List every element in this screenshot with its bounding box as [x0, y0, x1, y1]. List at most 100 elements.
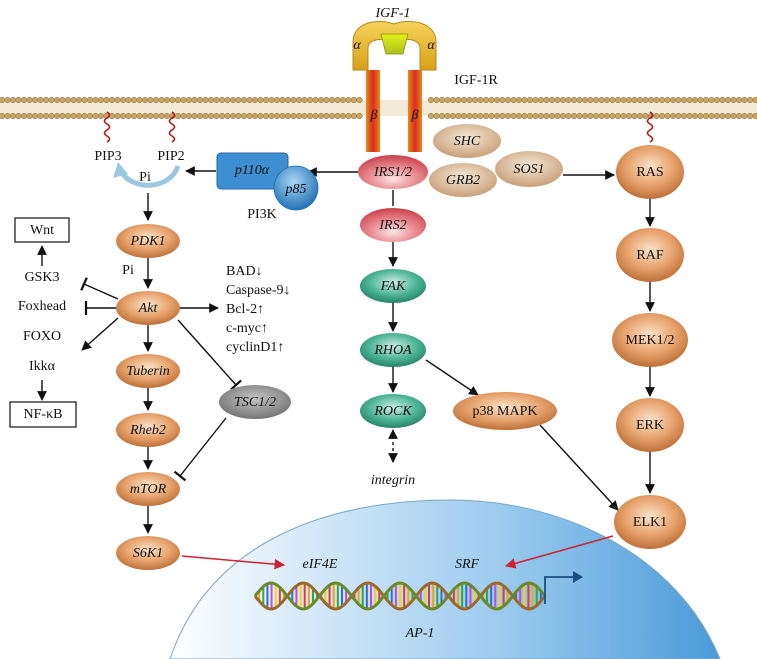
fak-node[interactable] — [360, 269, 426, 303]
tsc12-label: TSC1/2 — [234, 395, 276, 410]
nfkb-label: NF-κB — [24, 407, 63, 422]
s6k1-to-eif4e-arrow — [181, 555, 286, 570]
irs2-label: IRS2 — [378, 218, 406, 233]
igf1r-label: IGF-1R — [454, 73, 498, 88]
alpha-right-label: α — [427, 38, 435, 53]
grb2-node[interactable] — [429, 163, 497, 197]
akt-effect-item: Caspase-9↓ — [226, 283, 291, 298]
dna-helix — [253, 571, 583, 611]
sos1-label: SOS1 — [513, 162, 544, 177]
foxo-label: FOXO — [23, 329, 61, 344]
grb2-label: GRB2 — [446, 173, 480, 188]
transcription-start-arrow — [544, 576, 575, 604]
pdk1-label: PDK1 — [130, 234, 166, 249]
nodes — [116, 124, 688, 570]
ikk-alpha-label: Ikkα — [29, 359, 56, 374]
transcription-arrowhead — [573, 571, 583, 583]
pip2-to-pip3-arrow — [117, 164, 181, 188]
irs12-node[interactable] — [358, 155, 428, 189]
beta-right-label: β — [411, 108, 419, 123]
erk-node[interactable] — [616, 398, 684, 452]
shc-node[interactable] — [433, 124, 501, 158]
igf1-ligand — [380, 33, 409, 55]
akt-inhibits-gsk3 — [80, 277, 119, 300]
alpha-left-label: α — [353, 38, 361, 53]
tsc12-node[interactable] — [219, 385, 291, 419]
ras-label: RAS — [636, 165, 663, 180]
erk-label: ERK — [636, 418, 664, 433]
p38-mapk-node[interactable] — [453, 392, 557, 430]
beta-subunit-right — [408, 70, 422, 152]
akt-effect-item: cyclinD1↑ — [226, 340, 284, 355]
fak-label: FAK — [380, 279, 406, 294]
elk1-label: ELK1 — [633, 515, 667, 530]
ap1-label: AP-1 — [405, 626, 435, 641]
elk1-node[interactable] — [614, 495, 686, 549]
p110-alpha-label: p110α — [234, 163, 270, 178]
igf1-receptor — [352, 20, 437, 152]
sos1-node[interactable] — [495, 151, 563, 187]
mtor-node[interactable] — [116, 472, 180, 506]
mtor-label: mTOR — [130, 482, 167, 497]
wnt-box — [14, 217, 70, 243]
akt-to-foxo-arrow — [81, 317, 119, 351]
foxhead-label: Foxhead — [18, 299, 66, 314]
rheb2-node[interactable] — [116, 413, 180, 447]
pi-label-top: Pi — [139, 170, 151, 185]
tsc12-inhibits-mtor — [173, 417, 227, 482]
srf-label: SRF — [455, 557, 480, 572]
irs12-label: IRS1/2 — [373, 165, 412, 180]
pi-label: Pi — [122, 263, 134, 278]
dna-strand — [253, 581, 547, 611]
alpha-subunits — [352, 20, 437, 71]
mek12-node[interactable] — [612, 313, 688, 367]
eif4e-label: eIF4E — [303, 557, 338, 572]
dna-strand — [253, 581, 547, 611]
p85-label: p85 — [285, 182, 307, 197]
integrin-label: integrin — [371, 473, 415, 488]
p38-mapk-label: p38 MAPK — [473, 404, 538, 419]
cell-membrane — [0, 96, 757, 143]
akt-effect-item: Bcl-2↑ — [226, 302, 264, 317]
akt-inhibits-tsc12 — [177, 319, 242, 391]
tuberin-label: Tuberin — [126, 364, 170, 379]
raf-label: RAF — [636, 248, 663, 263]
gsk3-label: GSK3 — [24, 270, 59, 285]
edges — [37, 162, 655, 570]
pdk1-node[interactable] — [116, 224, 180, 258]
shc-label: SHC — [454, 134, 481, 149]
pip2-label: PIP2 — [157, 149, 184, 164]
igf1-label: IGF-1 — [375, 6, 411, 21]
irs2-node[interactable] — [360, 208, 426, 242]
s6k1-node[interactable] — [116, 536, 180, 570]
beta-subunit-left — [366, 70, 380, 152]
p38-to-elk1-arrow — [539, 424, 619, 511]
akt-effect-item: BAD↓ — [226, 264, 263, 279]
elk1-to-srf-arrow — [504, 535, 614, 569]
mek12-label: MEK1/2 — [626, 333, 675, 348]
rheb2-label: Rheb2 — [129, 423, 166, 438]
rhoa-node[interactable] — [360, 333, 426, 367]
pi3k-label: PI3K — [247, 207, 277, 222]
p85-node[interactable] — [273, 165, 319, 211]
nucleus — [169, 499, 721, 659]
rock-node[interactable] — [360, 394, 426, 428]
rhoa-to-p38-arrow — [425, 359, 479, 396]
ras-node[interactable] — [616, 145, 684, 199]
s6k1-label: S6K1 — [133, 546, 163, 561]
akt-node[interactable] — [116, 291, 180, 325]
tuberin-node[interactable] — [116, 354, 180, 388]
raf-node[interactable] — [616, 228, 684, 282]
beta-left-label: β — [370, 108, 378, 123]
nfkb-box — [9, 401, 77, 428]
pip3-arrowhead — [113, 162, 128, 178]
rhoa-label: RHOA — [373, 343, 412, 358]
wnt-label: Wnt — [30, 223, 54, 238]
akt-label: Akt — [138, 301, 159, 316]
labels: PDK1AktTuberinRheb2mTORS6K1TSC1/2IRS1/2I… — [9, 6, 675, 641]
pip3-label: PIP3 — [94, 149, 121, 164]
akt-effect-item: c-myc↑ — [226, 321, 268, 336]
rock-label: ROCK — [373, 404, 412, 419]
